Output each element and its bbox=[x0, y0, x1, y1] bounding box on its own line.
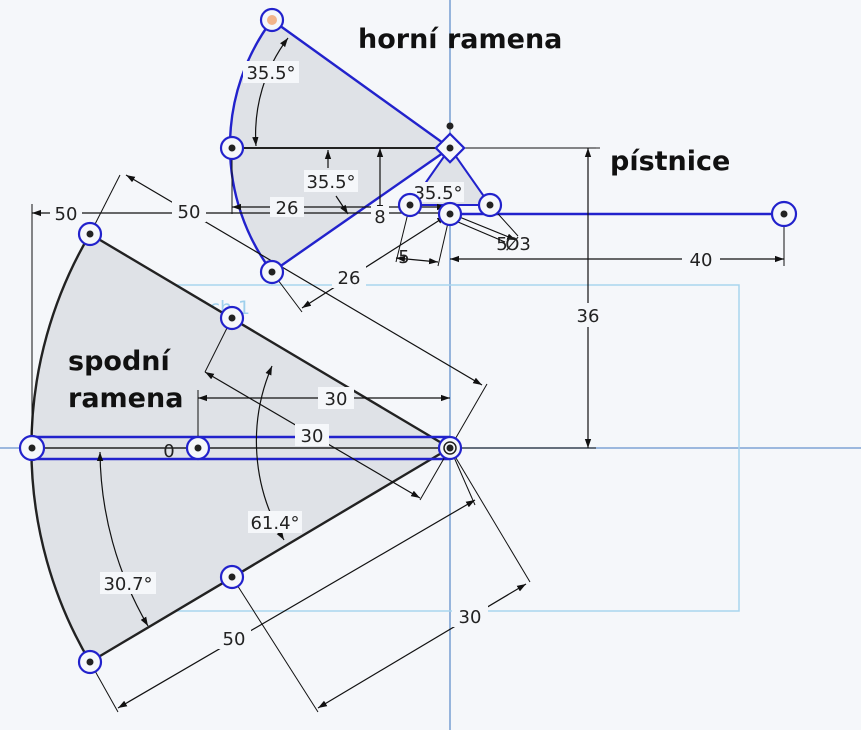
origin-marker bbox=[443, 441, 457, 455]
dim-50-top-ext2 bbox=[449, 383, 488, 449]
dim-5b-line bbox=[451, 213, 517, 241]
dim-50-diag-top[interactable]: 50 bbox=[178, 202, 201, 223]
dim-26-h[interactable]: 26 bbox=[276, 198, 299, 219]
label-pistnice: pístnice bbox=[610, 146, 730, 177]
dim-30-lower[interactable]: 30 bbox=[459, 607, 482, 628]
dim-50-left[interactable]: 50 bbox=[55, 204, 78, 225]
dim-30-lower-ext2 bbox=[449, 447, 531, 583]
dim-35-outer-arc bbox=[252, 37, 289, 147]
dim-40[interactable]: 40 bbox=[690, 250, 713, 271]
dim-35-small[interactable]: 35.5° bbox=[413, 183, 462, 204]
dim-5b[interactable]: 5 bbox=[496, 234, 507, 255]
dim-30-lower-ext1 bbox=[231, 576, 319, 713]
dim-50-bot-line bbox=[117, 499, 476, 709]
dim-30-diag[interactable]: 30 bbox=[301, 426, 324, 447]
label-ramena: ramena bbox=[68, 383, 183, 414]
dim-35-outer[interactable]: 35.5° bbox=[246, 63, 295, 84]
dim-30-7[interactable]: 30.7° bbox=[103, 574, 152, 595]
dim-36[interactable]: 36 bbox=[577, 306, 600, 327]
dim-dia3-leader bbox=[457, 221, 506, 243]
dim-30-h[interactable]: 30 bbox=[325, 389, 348, 410]
dim-61-4[interactable]: 61.4° bbox=[250, 513, 299, 534]
dim-50-diag-bottom[interactable]: 50 bbox=[223, 629, 246, 650]
dim-dia3[interactable]: Ø3 bbox=[505, 234, 531, 255]
dim-35-inner[interactable]: 35.5° bbox=[306, 172, 355, 193]
dim-5-line bbox=[395, 255, 439, 265]
dim-5[interactable]: 5 bbox=[398, 247, 409, 268]
point-centers bbox=[28, 15, 788, 666]
upper-arm-top-edge[interactable] bbox=[271, 19, 451, 149]
label-spodni: spodní bbox=[68, 346, 171, 377]
dim-30-7-arc bbox=[96, 451, 149, 627]
dim-26-diag[interactable]: 26 bbox=[338, 268, 361, 289]
label-horni-ramena: horní ramena bbox=[358, 24, 562, 55]
dim-30-lower-line bbox=[317, 583, 527, 709]
dim-8[interactable]: 8 bbox=[374, 207, 385, 228]
dim-0[interactable]: 0 bbox=[163, 441, 174, 462]
dim-26-diag-line bbox=[301, 215, 447, 309]
